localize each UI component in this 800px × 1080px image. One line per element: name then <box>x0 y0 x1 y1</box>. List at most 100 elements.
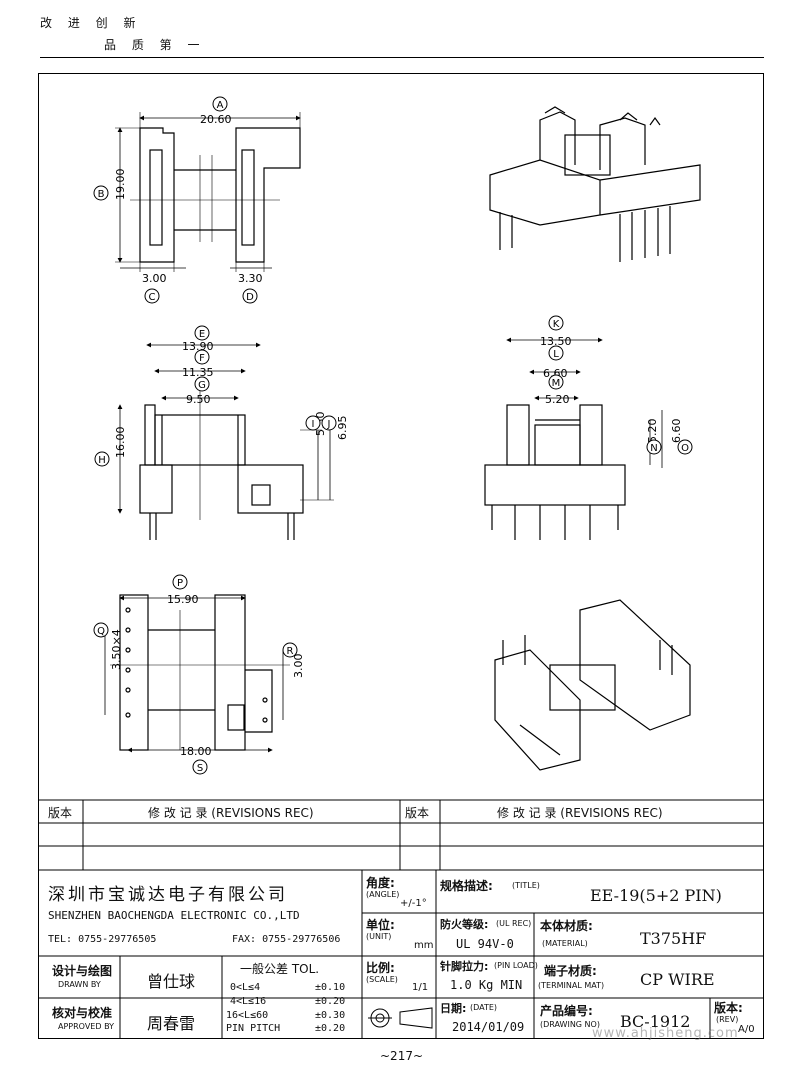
view-front-right <box>484 337 663 540</box>
label-p: P <box>172 574 188 590</box>
svg-text:E: E <box>199 329 205 340</box>
date-label-cn: 日期: <box>440 1002 467 1015</box>
label-q: Q <box>93 622 109 638</box>
company-tel: TEL: 0755-29776505 <box>48 934 157 945</box>
view-3d-top <box>489 106 701 262</box>
company-name-cn: 深圳市宝诚达电子有限公司 <box>48 885 288 905</box>
material-value: T375HF <box>640 929 707 948</box>
label-o: O <box>677 439 693 455</box>
material-label-cn: 本体材质: <box>540 919 593 933</box>
dim-d: 3.30 <box>238 272 263 285</box>
dim-b: 19.00 <box>114 169 127 201</box>
pin-load-label-en: (PIN LOAD) <box>494 961 538 970</box>
scale-value: 1/1 <box>412 982 429 993</box>
terminal-label-cn: 端子材质: <box>544 964 597 978</box>
company-name-en: SHENZHEN BAOCHENGDA ELECTRONIC CO.,LTD <box>48 909 300 922</box>
svg-text:M: M <box>552 378 561 389</box>
svg-text:R: R <box>287 646 294 657</box>
scale-label-en: (SCALE) <box>366 975 398 984</box>
slogan-line-1: 改 进 创 新 <box>40 16 142 30</box>
dim-r: 3.00 <box>292 654 305 679</box>
rev-title-header-left: 修 改 记 录 (REVISIONS REC) <box>148 806 314 820</box>
company-fax: FAX: 0755-29776506 <box>232 934 341 945</box>
tolerance-range-3: 16<L≤60 <box>226 1010 269 1021</box>
label-k: K <box>548 315 564 331</box>
rev-value: A/0 <box>738 1024 755 1035</box>
unit-value: mm <box>414 940 434 951</box>
label-l: L <box>548 345 564 361</box>
rev-label-cn: 版本: <box>714 1001 743 1015</box>
drawn-by-label-en: DRAWN BY <box>58 980 101 989</box>
svg-text:P: P <box>177 578 183 589</box>
svg-text:B: B <box>98 189 105 200</box>
approved-by-label-en: APPROVED BY <box>58 1022 115 1031</box>
drawing-no-label-en: (DRAWING NO) <box>540 1020 600 1029</box>
dim-o: 6.60 <box>670 419 683 444</box>
flame-label-en: (UL REC) <box>496 919 532 928</box>
view-3d-bottom <box>494 599 691 771</box>
svg-text:F: F <box>199 353 205 364</box>
slogan-line-2: 品 质 第 一 <box>104 38 206 52</box>
svg-text:K: K <box>553 319 560 330</box>
drawing-no-value: BC-1912 <box>620 1012 691 1031</box>
unit-label-en: (UNIT) <box>366 932 392 941</box>
drawn-by-label-cn: 设计与绘图 <box>52 964 113 978</box>
dim-g: 9.50 <box>186 393 211 406</box>
angle-label-cn: 角度: <box>366 876 395 890</box>
view-top-left <box>115 112 301 272</box>
tolerance-title: 一般公差 TOL. <box>240 962 320 976</box>
label-f: F <box>194 349 210 365</box>
dim-f: 11.35 <box>182 366 214 379</box>
label-i: I <box>305 415 321 431</box>
tolerance-value-2: ±0.20 <box>315 996 346 1007</box>
rev-title-header-right: 修 改 记 录 (REVISIONS REC) <box>497 806 663 820</box>
dim-n: 5.20 <box>646 419 659 444</box>
svg-text:H: H <box>98 455 106 466</box>
dim-c: 3.00 <box>142 272 167 285</box>
rev-ver-header-left: 版本 <box>48 806 73 820</box>
tolerance-value-3: ±0.30 <box>315 1010 346 1021</box>
tolerance-range-1: 0<L≤4 <box>230 982 261 993</box>
svg-text:C: C <box>149 292 156 303</box>
flame-label-cn: 防火等级: <box>440 918 489 931</box>
dim-s: 18.00 <box>180 745 212 758</box>
title-label-en: (TITLE) <box>512 881 540 890</box>
tolerance-value-1: ±0.10 <box>315 982 346 993</box>
approved-by-label-cn: 核对与校准 <box>52 1006 113 1020</box>
pin-load-value: 1.0 Kg MIN <box>450 978 523 992</box>
label-n: N <box>646 439 662 455</box>
drawing-frame <box>38 73 764 1039</box>
unit-label-cn: 单位: <box>366 918 395 932</box>
drawn-by-name: 曾仕球 <box>147 972 196 991</box>
flame-value: UL 94V-0 <box>456 937 514 951</box>
label-d: D <box>242 288 258 304</box>
svg-text:S: S <box>197 763 203 774</box>
dim-l: 6.60 <box>543 367 568 380</box>
terminal-label-en: (TERMINAL MAT) <box>538 981 605 990</box>
svg-text:D: D <box>246 292 254 303</box>
approved-by-name: 周春雷 <box>147 1014 196 1033</box>
rev-ver-header-right: 版本 <box>405 806 430 820</box>
label-g: G <box>194 376 210 392</box>
rev-label-en: (REV) <box>716 1015 739 1024</box>
label-c: C <box>144 288 160 304</box>
label-h: H <box>94 451 110 467</box>
label-b: B <box>93 185 109 201</box>
label-s: S <box>192 759 208 775</box>
title-value: EE-19(5+2 PIN) <box>590 886 722 905</box>
tolerance-range-2: 4<L≤16 <box>230 996 267 1007</box>
title-label-cn: 规格描述: <box>440 879 493 893</box>
watermark: www.ahjisheng.com <box>592 1026 739 1041</box>
dim-j: 6.95 <box>336 416 349 441</box>
terminal-value: CP WIRE <box>640 970 715 989</box>
date-label-en: (DATE) <box>470 1003 498 1012</box>
svg-text:A: A <box>217 100 224 111</box>
angle-label-en: (ANGLE) <box>366 890 400 899</box>
svg-text:Q: Q <box>97 626 105 637</box>
svg-text:O: O <box>681 443 689 454</box>
page-number: ~217~ <box>380 1049 424 1063</box>
drawing-no-label-cn: 产品编号: <box>540 1004 593 1018</box>
label-a: A <box>212 96 228 112</box>
svg-text:J: J <box>327 419 331 430</box>
